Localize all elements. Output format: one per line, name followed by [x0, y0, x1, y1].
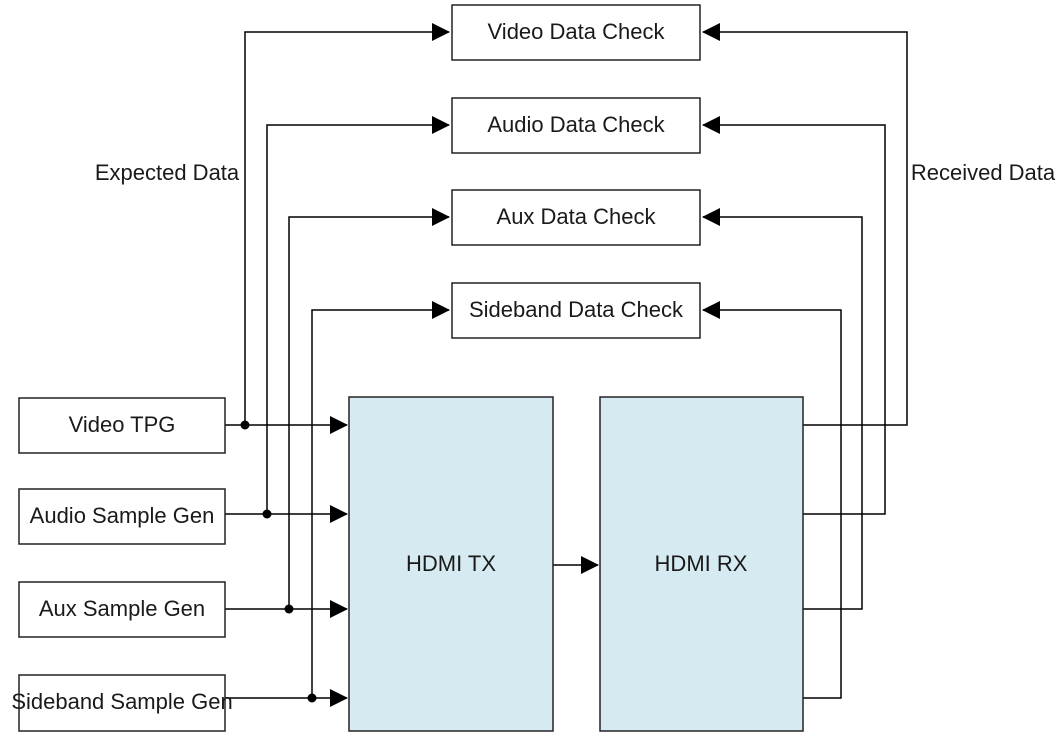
sideband-sample-gen-label: Sideband Sample Gen [11, 689, 232, 714]
sideband-data-check-box [451, 282, 701, 339]
audio-sample-gen-box [18, 488, 226, 545]
aux-sample-gen-box [18, 581, 226, 638]
video-data-check-label: Video Data Check [488, 19, 666, 44]
video-tpg-box [18, 397, 226, 454]
junction-dots [240, 420, 317, 703]
audio-sample-gen-label: Audio Sample Gen [30, 503, 215, 528]
video-expected-path [244, 23, 450, 425]
sideband-data-check-label: Sideband Data Check [469, 297, 684, 322]
aux-junction-dot [284, 604, 294, 614]
aux-data-check-box [451, 189, 701, 246]
video-data-check-box [451, 4, 701, 61]
video-received-path [702, 23, 908, 426]
aux-received-path [702, 208, 863, 610]
video-junction-dot [240, 420, 250, 430]
sideband-junction-dot [307, 693, 317, 703]
audio-data-check-box [451, 97, 701, 154]
hdmi-tx-block [348, 396, 554, 732]
sideband-sample-gen-box [18, 674, 226, 732]
aux-data-check-label: Aux Data Check [497, 204, 657, 229]
expected-data-label: Expected Data [95, 160, 240, 185]
hdmi-core: HDMI TX HDMI RX [348, 396, 804, 732]
audio-data-check-label: Audio Data Check [487, 112, 665, 137]
aux-expected-path [288, 208, 450, 609]
audio-received-path [702, 116, 886, 515]
connections [225, 23, 908, 707]
sideband-received-path [702, 301, 842, 699]
hdmi-rx-label: HDMI RX [655, 551, 748, 576]
sideband-expected-path [311, 301, 450, 698]
video-tpg-label: Video TPG [69, 412, 176, 437]
received-data-label: Received Data [911, 160, 1056, 185]
audio-junction-dot [262, 509, 272, 519]
hdmi-tx-label: HDMI TX [406, 551, 496, 576]
generator-boxes: Video TPG Audio Sample Gen Aux Sample Ge… [11, 397, 233, 732]
audio-expected-path [266, 116, 450, 514]
aux-sample-gen-label: Aux Sample Gen [39, 596, 205, 621]
hdmi-rx-block [599, 396, 804, 732]
checker-boxes: Video Data Check Audio Data Check Aux Da… [451, 4, 701, 339]
